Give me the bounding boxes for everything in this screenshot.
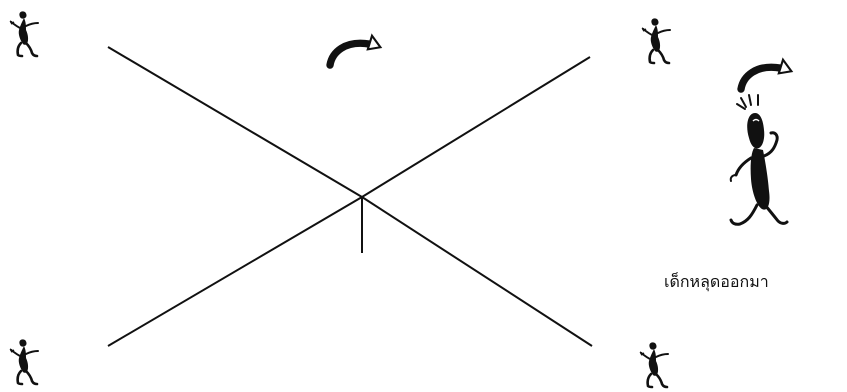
bottom-left-player-icon bbox=[10, 339, 38, 384]
right-upper-bar bbox=[362, 57, 590, 197]
bottom-right-player-icon bbox=[640, 342, 668, 387]
left-lower-bar bbox=[108, 197, 362, 346]
escaped-child-caption: เด็กหลุดออกมา bbox=[664, 270, 769, 295]
top-left-player-icon bbox=[10, 11, 38, 56]
left-upper-bar bbox=[108, 47, 362, 197]
rotation-arrow-icon bbox=[330, 36, 380, 65]
rotation-arrow-icon bbox=[741, 60, 791, 89]
escaped-child-icon bbox=[731, 95, 787, 224]
top-right-player-icon bbox=[642, 18, 670, 63]
right-lower-bar bbox=[362, 197, 592, 346]
